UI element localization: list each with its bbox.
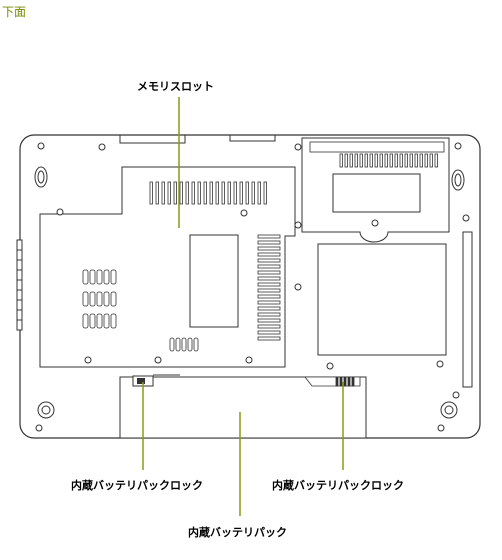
hinge-tab-left (119, 135, 186, 144)
left-side-ports (16, 239, 23, 331)
rubber-feet (34, 166, 465, 419)
battery-pack-label: 内蔵バッテリパック (188, 526, 287, 539)
memory-vent-top (149, 181, 267, 205)
top-right-vent (339, 153, 438, 168)
battery-pack (119, 376, 367, 439)
memory-slot-label: メモリスロット (137, 80, 214, 93)
memory-vent-right (257, 234, 281, 341)
top-right-cover-hinge (309, 141, 445, 153)
hdd-bay (317, 243, 447, 356)
hinge-tab-center (229, 135, 276, 142)
right-side-port (462, 231, 473, 388)
section-title: 下面 (2, 5, 27, 19)
top-right-cover-screw (371, 219, 379, 227)
battery-lock-right-switch (304, 376, 361, 387)
battery-lock-left-knob (137, 378, 145, 384)
left-vent-grid (82, 269, 117, 329)
battery-lock-right-label: 内蔵バッテリパックロック (272, 479, 404, 492)
memory-cover-screws (37, 142, 302, 364)
corner-screws (35, 142, 470, 432)
top-right-module (332, 173, 421, 213)
small-vent-bottom (169, 337, 199, 352)
battery-lock-left-label: 内蔵バッテリパックロック (71, 479, 203, 492)
memory-module (189, 234, 239, 328)
